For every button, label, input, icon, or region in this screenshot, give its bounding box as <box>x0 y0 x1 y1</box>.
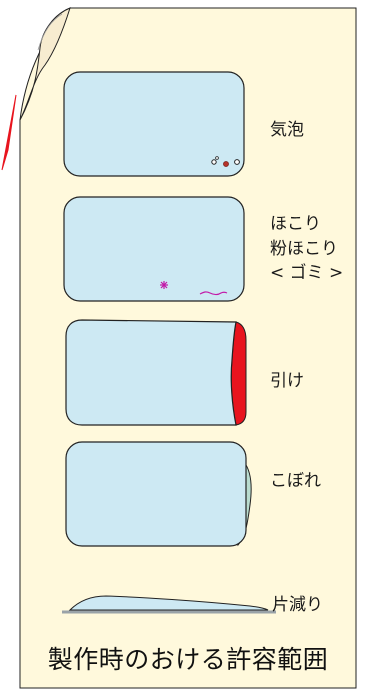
label-dust-3: < ゴミ > <box>270 263 344 283</box>
dust-hair <box>199 291 228 296</box>
label-thinning: 片減り <box>272 595 323 615</box>
bubble-small <box>211 159 217 165</box>
card-dust <box>63 196 245 302</box>
card-bubbles <box>63 71 245 177</box>
label-bubbles: 気泡 <box>270 120 304 140</box>
dust-star <box>160 281 168 289</box>
page-curl-shadow <box>37 13 63 51</box>
card-pull <box>65 319 237 426</box>
label-dust-2: 粉ほこり <box>270 239 338 259</box>
label-spill: こぼれ <box>270 471 321 491</box>
footer-title: 製作時のおける許容範囲 <box>47 645 329 674</box>
bubble-open <box>234 159 240 165</box>
card-spill <box>65 441 247 547</box>
bubble-red <box>223 161 229 167</box>
label-pull: 引け <box>270 371 304 391</box>
bubble-tiny <box>215 156 219 160</box>
red-accent-mark <box>1 94 17 171</box>
label-dust-1: ほこり <box>270 214 321 234</box>
thinning-profile <box>68 595 269 611</box>
